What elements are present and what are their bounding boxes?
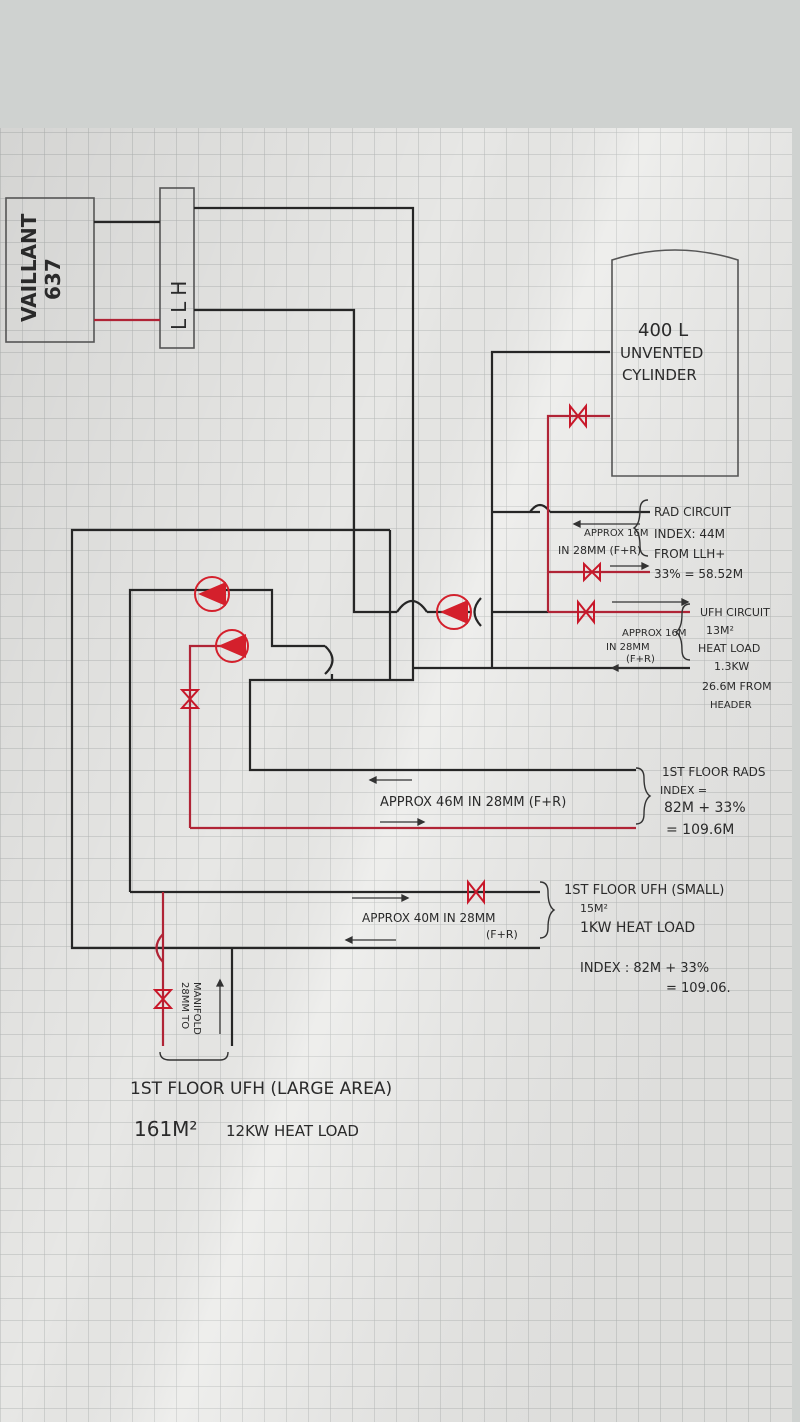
ff-rads-index1: INDEX =: [660, 784, 707, 797]
ufh-distance: 26.6M FROM: [702, 680, 772, 693]
valve-icon: [577, 599, 595, 625]
rad-circuit-title: RAD CIRCUIT: [654, 505, 731, 519]
ff-ufh-small-area: 15M²: [580, 902, 608, 915]
ff-rads-index2: 82M + 33%: [664, 800, 746, 816]
llh-label: LLH: [167, 275, 191, 330]
ufh-heat-load: 1.3KW: [714, 660, 749, 673]
ufh-circuit-title: UFH CIRCUIT: [700, 606, 770, 619]
boiler-label-line1: VAILLANT: [17, 213, 41, 322]
valve-icon: [467, 879, 485, 905]
ff-ufh-large-area: 161M²: [134, 1117, 197, 1141]
ff-ufh-small-index1: INDEX : 82M + 33%: [580, 961, 709, 976]
valve-icon: [152, 989, 174, 1009]
crossover-hop-4: [155, 933, 164, 963]
ff-rads-title: 1ST FLOOR RADS: [662, 765, 766, 779]
ff-ufh-large-title: 1ST FLOOR UFH (LARGE AREA): [130, 1079, 392, 1099]
valve-icon: [569, 403, 587, 429]
crossover-hop-2: [473, 597, 482, 627]
cylinder-label-line1: 400 L: [638, 320, 688, 341]
rad-index-line3: 33% = 58.52M: [654, 567, 743, 581]
ufh-circuit-area: 13M²: [706, 624, 734, 637]
ff-ufh-small-heat: 1KW HEAT LOAD: [580, 920, 695, 936]
pump-icon: [194, 576, 230, 612]
ff-rads-index3: = 109.6M: [666, 822, 734, 838]
cylinder-feed: [546, 414, 610, 612]
flow-arrows: [215, 519, 690, 1034]
llh-box: [159, 187, 195, 349]
rad-pipe-note1: APPROX 16M: [584, 528, 648, 539]
ufh-pipe-note3: (F+R): [626, 654, 655, 665]
boiler-box: [5, 197, 95, 343]
flow-header: [194, 308, 397, 614]
ff-ufh-large-manifold2: MANIFOLD: [191, 982, 202, 1035]
pump-branch-1: [128, 588, 325, 892]
cylinder-label-line3: CYLINDER: [622, 366, 697, 384]
ufh-pipe-note1: APPROX 16M: [622, 628, 686, 639]
ff-ufh-small-pipe2: (F+R): [486, 928, 518, 941]
cylinder-label-line2: UNVENTED: [620, 344, 703, 362]
rad-index-line2: FROM LLH+: [654, 547, 725, 561]
crossover-hop-1: [396, 599, 428, 613]
outer-return-loop: [70, 528, 540, 950]
valve-icon: [583, 561, 601, 583]
ff-ufh-large-manifold1: 28MM TO: [179, 982, 190, 1029]
pump-icon: [436, 594, 472, 630]
valve-icon: [179, 689, 201, 709]
pump-icon: [215, 629, 249, 663]
ff-ufh-small-index2: = 109.06.: [666, 981, 731, 996]
boiler-label-line2: 637: [41, 258, 65, 300]
ff-ufh-small-title: 1ST FLOOR UFH (SMALL): [564, 883, 724, 898]
braces: [159, 499, 691, 1061]
cylinder-body: [611, 249, 739, 477]
ff-ufh-large-heat: 12KW HEAT LOAD: [226, 1122, 359, 1140]
rad-circuit-return: [490, 350, 610, 668]
crossover-hop-3: [324, 645, 334, 675]
rad-index-line1: INDEX: 44M: [654, 527, 725, 541]
ff-rads-pipe-note: APPROX 46M IN 28MM (F+R): [380, 795, 566, 810]
rad-pipe-note2: IN 28MM (F+R): [558, 544, 641, 557]
lighting-shade: [0, 128, 792, 1422]
ufh-heat-load-label: HEAT LOAD: [698, 642, 760, 655]
ff-ufh-small-pipe1: APPROX 40M IN 28MM: [362, 911, 495, 925]
ufh-pipe-note2: IN 28MM: [606, 642, 650, 653]
ufh-distance2: HEADER: [710, 700, 752, 711]
